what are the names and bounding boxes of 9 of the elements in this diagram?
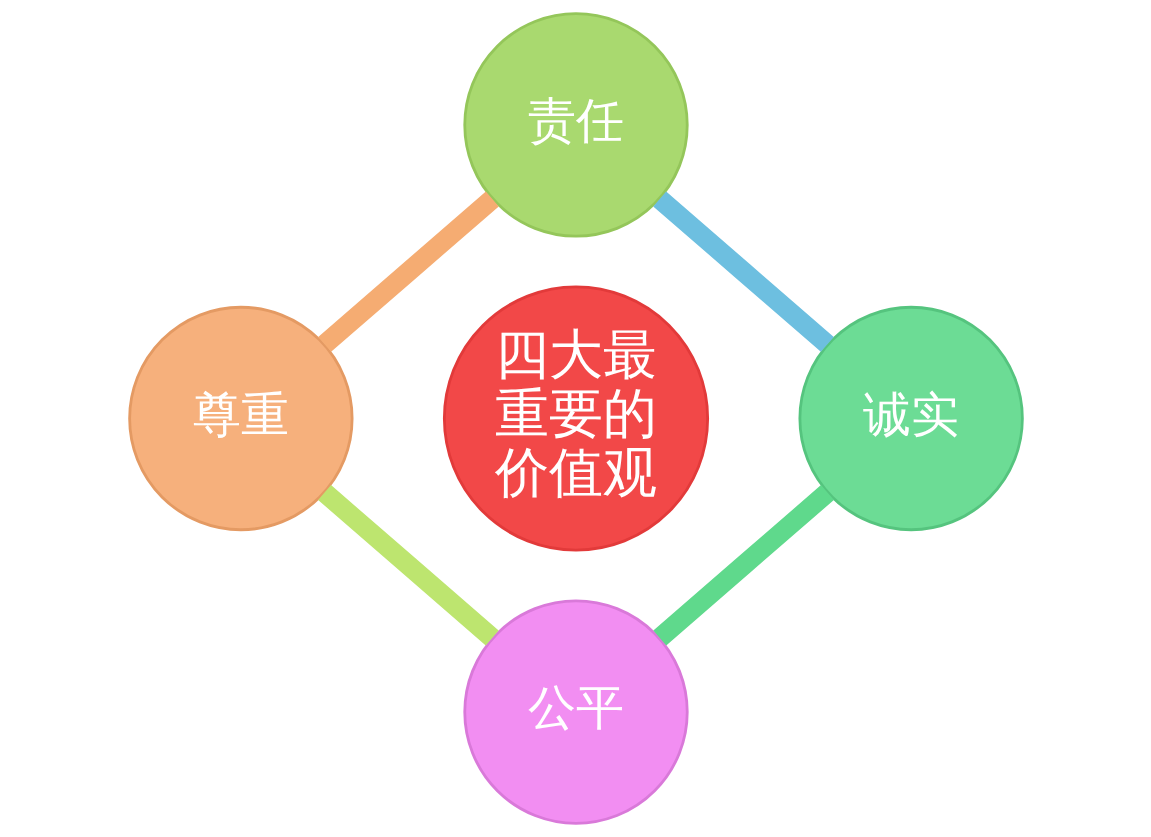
connector bbox=[317, 485, 499, 646]
connector bbox=[652, 485, 834, 646]
node-circle: 四大最重要的价值观 bbox=[442, 285, 709, 552]
node-circle: 诚实 bbox=[798, 305, 1024, 532]
connector bbox=[317, 191, 499, 352]
node-circle: 责任 bbox=[462, 12, 689, 238]
connector bbox=[652, 191, 834, 352]
node-circle: 公平 bbox=[462, 599, 689, 825]
node-circle: 尊重 bbox=[127, 305, 354, 532]
